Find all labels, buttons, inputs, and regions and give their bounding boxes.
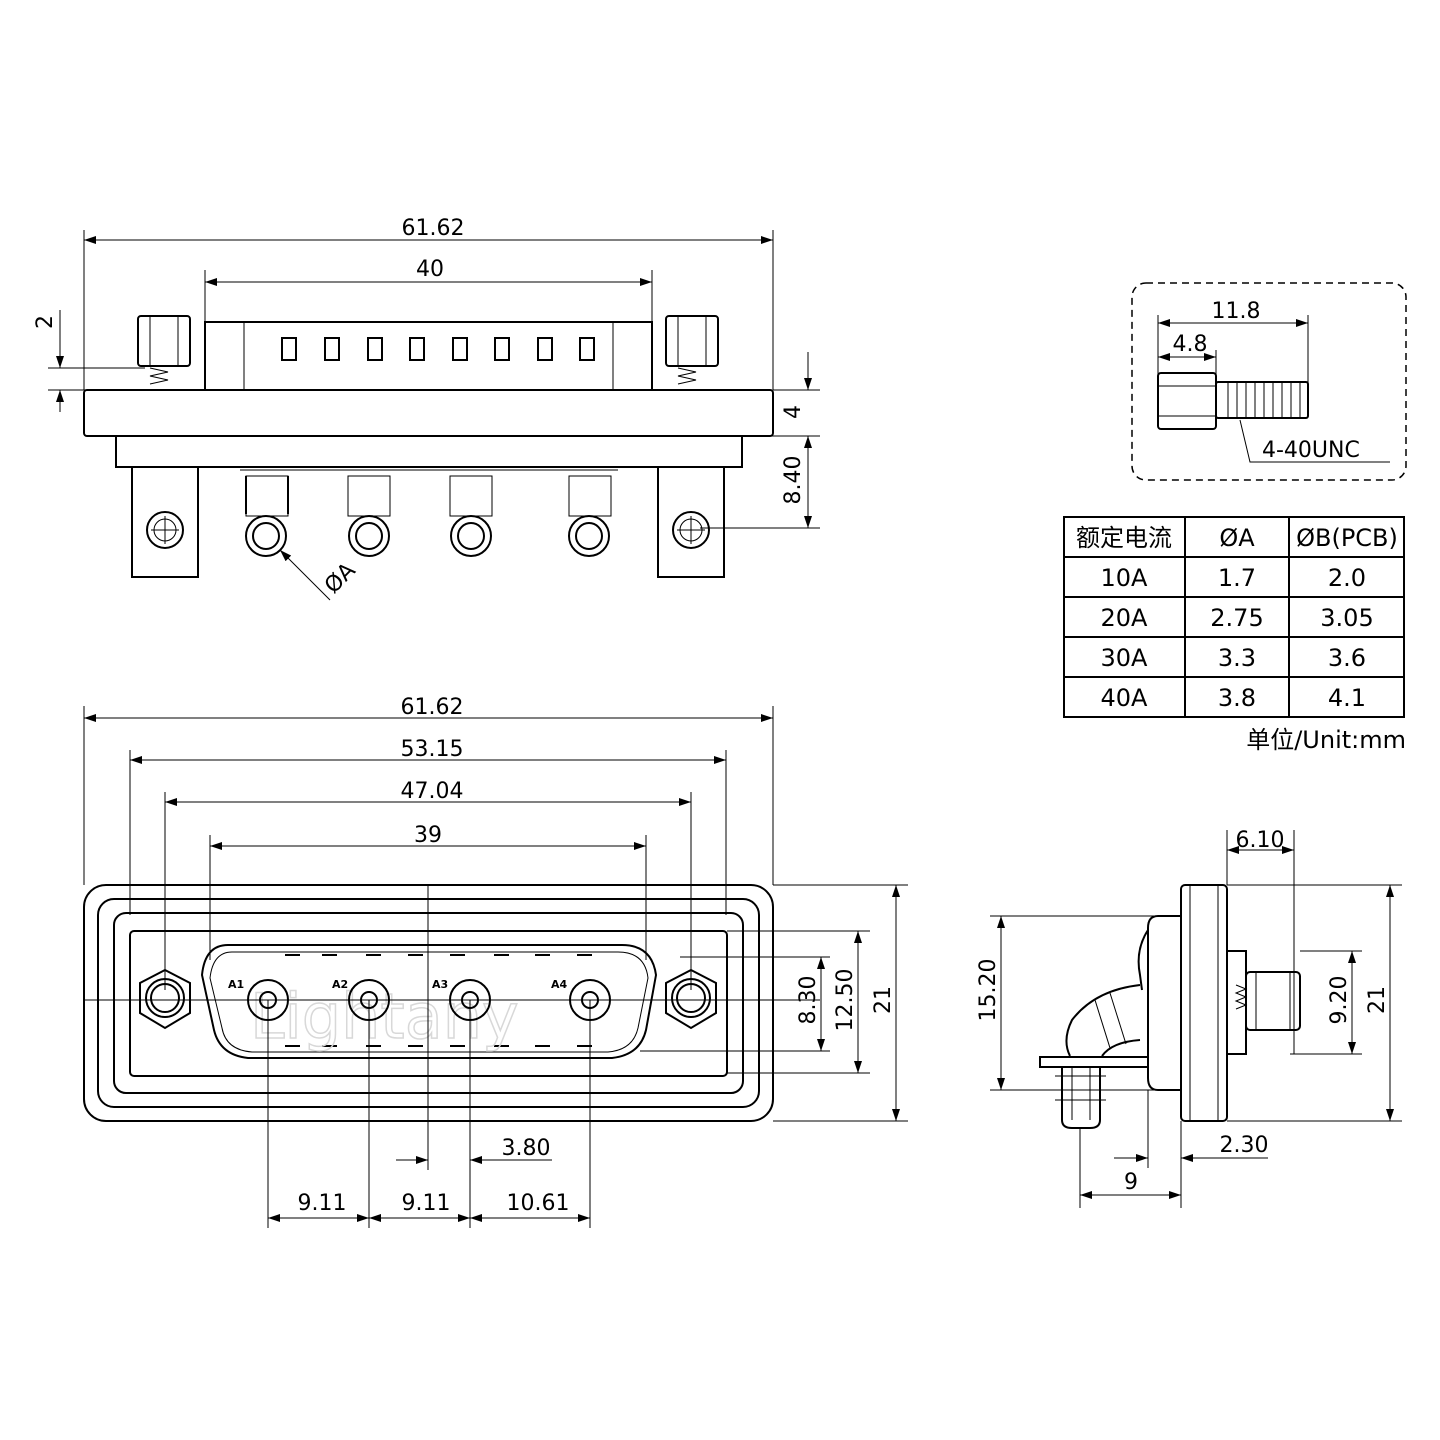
side-dim-height-total: 21 bbox=[1365, 986, 1390, 1014]
front-dim-mount-holes: 47.04 bbox=[401, 779, 464, 804]
table-header-current: 额定电流 bbox=[1076, 524, 1172, 552]
front-dim-offset-center: 3.80 bbox=[502, 1136, 551, 1161]
top-screw-left bbox=[137, 315, 191, 384]
front-dim-overall-width: 61.62 bbox=[401, 695, 464, 720]
table-cell: 2.0 bbox=[1328, 564, 1366, 592]
table-cell: 3.3 bbox=[1218, 644, 1256, 672]
side-dim-depth: 6.10 bbox=[1236, 828, 1285, 853]
screw-dim-total-length: 11.8 bbox=[1212, 299, 1261, 324]
table-cell: 4.1 bbox=[1328, 684, 1366, 712]
table-header-phi-a: ØA bbox=[1219, 524, 1255, 552]
top-contact-tails bbox=[240, 469, 618, 557]
side-dim-tail-depth: 9 bbox=[1124, 1170, 1138, 1195]
table-cell: 1.7 bbox=[1218, 564, 1256, 592]
screw-dim-head-length: 4.8 bbox=[1173, 332, 1208, 357]
top-bracket-right bbox=[657, 466, 725, 578]
front-view: 61.62 53.15 47.04 39 Lightany bbox=[83, 695, 908, 1228]
contact-label: A1 bbox=[228, 978, 244, 991]
front-dim-pitch-1: 9.11 bbox=[298, 1191, 347, 1216]
front-hex-nut-left bbox=[139, 968, 191, 1030]
table-cell: 3.05 bbox=[1320, 604, 1373, 632]
front-dim-height-total: 21 bbox=[871, 986, 896, 1014]
unit-note: 单位/Unit:mm bbox=[1246, 726, 1406, 754]
contact-label: A3 bbox=[432, 978, 448, 991]
table-cell: 20A bbox=[1101, 604, 1149, 632]
side-dim-height-body: 15.20 bbox=[976, 959, 1001, 1022]
top-plug-shell bbox=[204, 321, 653, 391]
table-cell: 2.75 bbox=[1210, 604, 1263, 632]
side-view: 6.10 15.20 9.20 21 2.30 9 bbox=[976, 828, 1402, 1208]
front-dim-pitch-2: 9.11 bbox=[402, 1191, 451, 1216]
front-dim-pitch-3: 10.61 bbox=[507, 1191, 570, 1216]
watermark-text: Lightany bbox=[250, 980, 519, 1053]
top-dim-pin-span: 40 bbox=[416, 257, 444, 282]
side-dim-height-screw: 9.20 bbox=[1327, 976, 1352, 1025]
top-dim-tail-length: 8.40 bbox=[781, 456, 806, 505]
top-pin-slots bbox=[281, 337, 595, 361]
top-body bbox=[115, 435, 743, 468]
top-screw-right bbox=[665, 315, 719, 385]
table-cell: 3.8 bbox=[1218, 684, 1256, 712]
front-contact-a4: A4 bbox=[551, 978, 611, 1021]
table-cell: 40A bbox=[1101, 684, 1149, 712]
screw-detail: 11.8 4.8 4-40UNC bbox=[1131, 282, 1407, 481]
side-flange bbox=[1180, 884, 1228, 1122]
table-cell: 30A bbox=[1101, 644, 1149, 672]
table-cell: 3.6 bbox=[1328, 644, 1366, 672]
top-dim-flange-thickness: 4 bbox=[781, 405, 806, 419]
side-dim-flange-thickness: 2.30 bbox=[1220, 1133, 1269, 1158]
table-header-phi-b: ØB(PCB) bbox=[1296, 524, 1398, 552]
current-table: 额定电流 ØA ØB(PCB) 10A 1.7 2.0 20A 2.75 3.0… bbox=[1063, 516, 1406, 754]
front-d-shell bbox=[200, 944, 658, 1059]
top-flange bbox=[83, 389, 774, 437]
contact-label: A2 bbox=[332, 978, 348, 991]
top-hole-label: ØA bbox=[320, 558, 361, 599]
top-view: 61.62 40 2 bbox=[33, 216, 820, 601]
front-dim-height-shell: 12.50 bbox=[833, 969, 858, 1032]
front-dim-shell-inner: 39 bbox=[414, 823, 442, 848]
front-hex-nut-right bbox=[665, 968, 717, 1030]
table-cell: 10A bbox=[1101, 564, 1149, 592]
top-dim-overall-width: 61.62 bbox=[402, 216, 465, 241]
top-bracket-left bbox=[131, 466, 199, 578]
screw-thread-label: 4-40UNC bbox=[1262, 438, 1360, 463]
top-dim-thread-gap: 2 bbox=[33, 315, 58, 329]
front-dim-outer-shell: 53.15 bbox=[401, 737, 464, 762]
front-dim-height-inner: 8.30 bbox=[796, 976, 821, 1025]
contact-label: A4 bbox=[551, 978, 568, 991]
